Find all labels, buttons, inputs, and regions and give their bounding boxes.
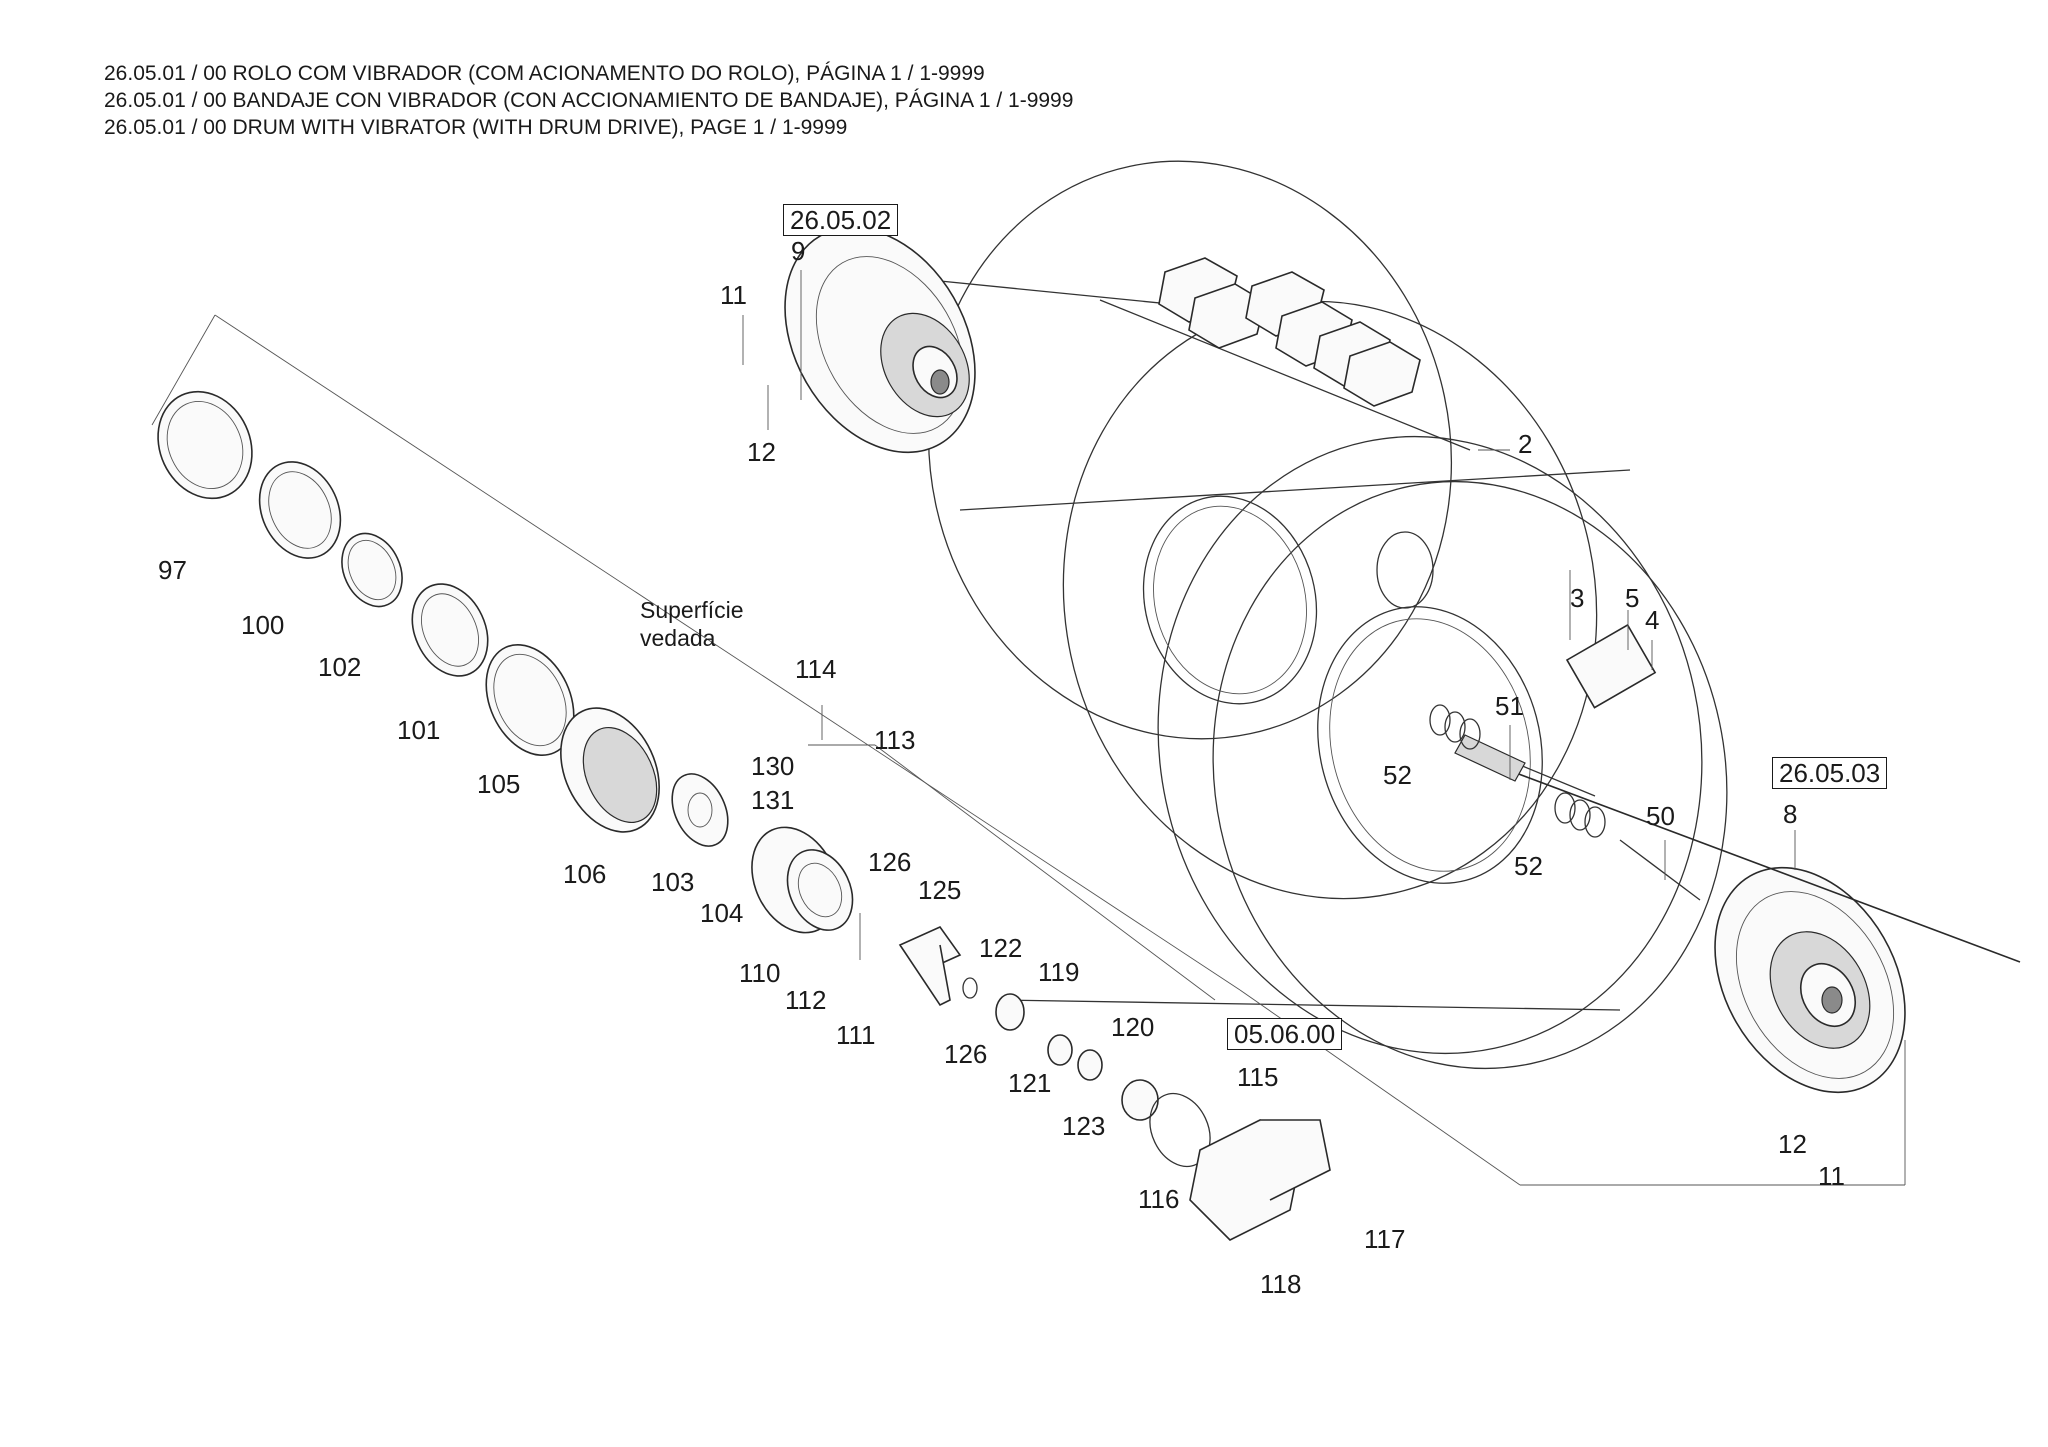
part-9-cover [784,226,976,454]
callout-121: 121 [1008,1068,1052,1098]
callout-101: 101 [397,715,441,745]
callout-11-right: 11 [1818,1161,1845,1191]
callout-105: 105 [477,769,521,799]
callout-12-top: 12 [747,437,776,467]
callout-131: 131 [751,785,795,815]
callout-106: 106 [563,859,607,889]
callout-100: 100 [241,610,285,640]
callout-103: 103 [651,867,695,897]
callout-3: 3 [1570,583,1585,613]
callout-4: 4 [1645,605,1660,635]
callout-51: 51 [1495,691,1524,721]
callout-12-right: 12 [1778,1129,1807,1159]
callout-114: 114 [795,654,837,684]
callout-50: 50 [1646,801,1675,831]
drive-components [898,926,1331,1241]
title-line-pt: 26.05.01 / 00 ROLO COM VIBRADOR (COM ACI… [104,62,985,85]
callout-126-lower: 126 [944,1039,988,1069]
callout-52-upper: 52 [1383,760,1412,790]
callout-118: 118 [1260,1269,1302,1299]
callout-112: 112 [785,985,827,1015]
reference-box-right[interactable]: 26.05.03 [1772,757,1888,789]
callout-125: 125 [918,875,962,905]
buffer-elements [1158,257,1421,407]
note-line-2: vedada [640,625,716,651]
callout-104: 104 [700,898,744,928]
vibrator-parts [1429,623,2021,963]
callout-117: 117 [1364,1224,1406,1254]
title-line-en: 26.05.01 / 00 DRUM WITH VIBRATOR (WITH D… [104,116,848,139]
callout-110: 110 [739,958,781,988]
callout-123: 123 [1062,1111,1106,1141]
callout-52-lower: 52 [1514,851,1543,881]
bearing-stack [157,390,854,934]
callout-111: 111 [836,1020,876,1050]
note-line-1: Superfície [640,597,744,623]
callout-5: 5 [1625,583,1640,613]
title-line-es: 26.05.01 / 00 BANDAJE CON VIBRADOR (CON … [104,89,1074,112]
callout-130: 130 [751,751,795,781]
callout-9: 9 [791,236,806,266]
sealed-surface-note: Superfície vedada [640,596,744,652]
callout-8: 8 [1783,799,1798,829]
callout-126-upper: 126 [868,847,912,877]
callout-122: 122 [979,933,1023,963]
callout-102: 102 [318,652,362,682]
callout-113: 113 [874,725,916,755]
reference-box-top[interactable]: 26.05.02 [783,204,899,236]
callout-119: 119 [1038,957,1080,987]
callout-97: 97 [158,555,187,585]
page-header: 26.05.01 / 00 ROLO COM VIBRADOR (COM ACI… [104,60,1073,141]
callout-2: 2 [1518,429,1533,459]
callout-115: 115 [1237,1062,1279,1092]
inner-flange-rings [1142,495,1543,884]
reference-box-motor[interactable]: 05.06.00 [1227,1018,1343,1050]
part-8-cover [1714,866,1906,1094]
callout-11-top: 11 [720,280,747,310]
callout-116: 116 [1138,1184,1180,1214]
callout-120: 120 [1111,1012,1155,1042]
